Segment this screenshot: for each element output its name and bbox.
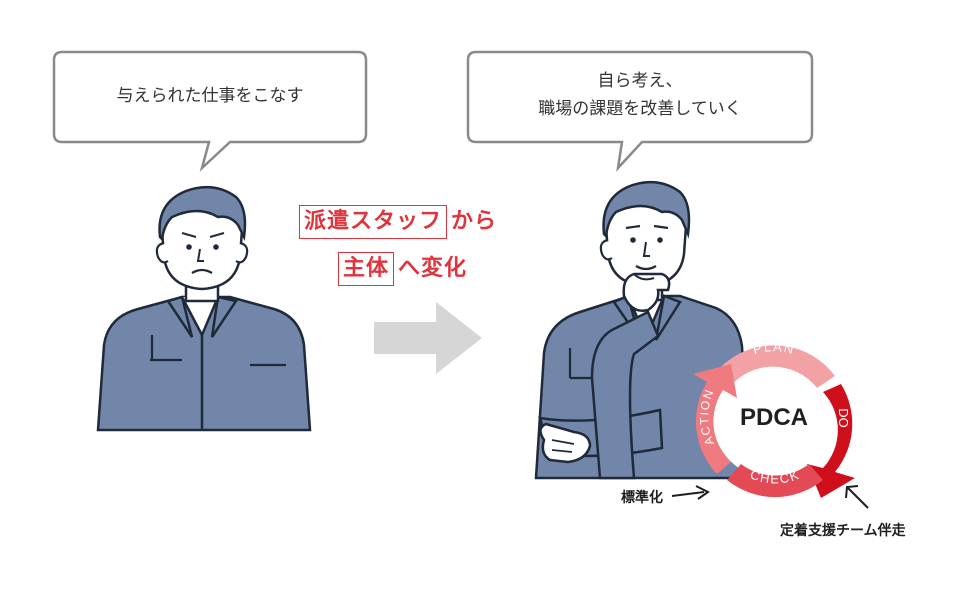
left-speech-bubble: 与えられた仕事をこなす [52, 50, 368, 175]
action-label: ACTION [697, 387, 717, 448]
transition-line-1: 派遣スタッフ から [299, 205, 497, 239]
standardize-label: 標準化 [621, 490, 663, 506]
right-bubble-line2: 職場の課題を改善していく [538, 99, 742, 119]
temp-staff-highlight: 派遣スタッフ [299, 205, 448, 239]
transition-line-2: 主体 へ変化 [338, 252, 467, 286]
right-speech-bubble: 自ら考え、 職場の課題を改善していく [466, 50, 814, 175]
support-team-label: 定着支援チーム伴走 [780, 523, 906, 539]
bubble-shape [466, 50, 814, 172]
right-bubble-line1: 自ら考え、 [597, 71, 683, 91]
do-segment [807, 384, 855, 498]
bubble-shape [52, 50, 368, 172]
standardize-arrow-icon [671, 485, 710, 500]
pdca-center-label: PDCA [740, 404, 808, 431]
pdca-cycle-diagram: PLAN CHECK ACTION DO PDCA [693, 339, 855, 498]
proactive-worker-illustration [534, 180, 750, 480]
proactive-highlight: 主体 [338, 252, 395, 286]
right-arrow-icon [374, 302, 482, 374]
change-text: へ変化 [398, 256, 468, 281]
plan-segment [713, 345, 835, 388]
check-segment [727, 464, 823, 498]
passive-worker-illustration [96, 185, 312, 432]
support-arrow-icon [845, 485, 869, 509]
check-label: CHECK [748, 467, 802, 487]
do-label: DO [836, 408, 851, 428]
action-segment [693, 364, 737, 474]
from-text: から [451, 209, 498, 234]
left-bubble-text: 与えられた仕事をこなす [116, 86, 304, 106]
